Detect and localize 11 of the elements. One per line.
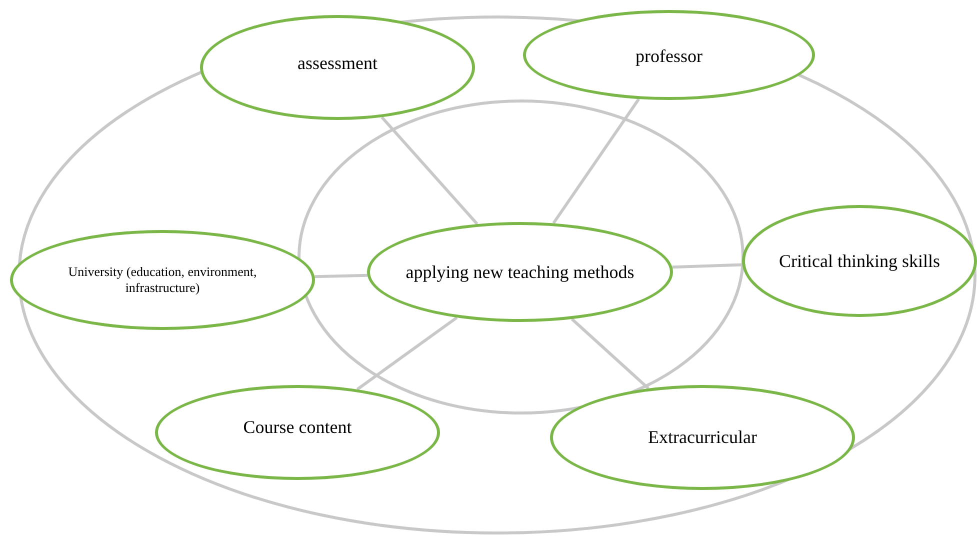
topic-label: Course content: [243, 416, 352, 438]
connector-line: [552, 98, 640, 224]
connector-line: [314, 274, 368, 278]
topic-label: professor: [636, 45, 702, 68]
connector-line: [672, 263, 742, 269]
topic-label: Critical thinking skills: [779, 250, 940, 272]
topic-label: University (education, environment, infrastructure): [67, 264, 258, 296]
connector-line: [356, 316, 458, 391]
topic-label: applying new teaching methods: [406, 260, 634, 284]
topic-label: Extracurricular: [648, 426, 757, 449]
topic-label: assessment: [298, 52, 378, 74]
